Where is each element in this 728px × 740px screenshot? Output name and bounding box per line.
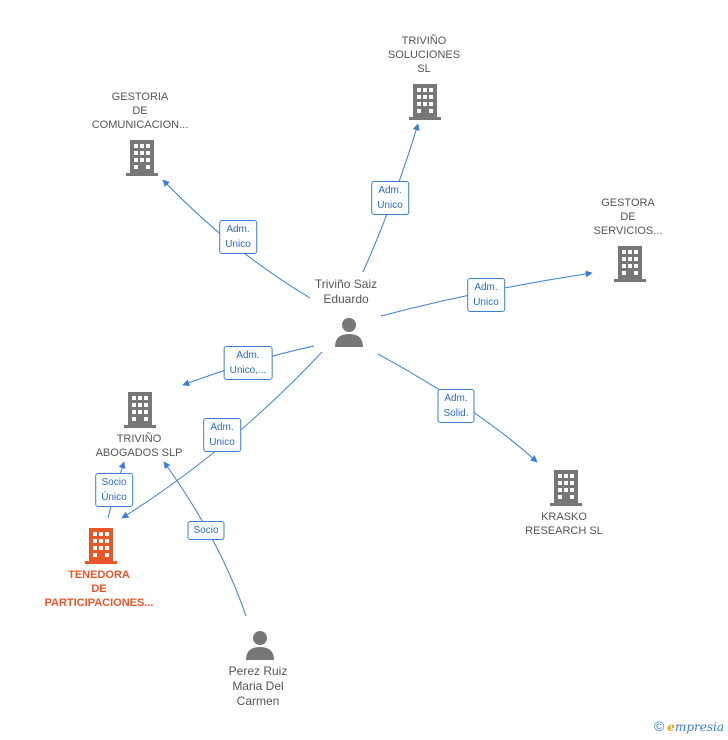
building-icon[interactable]: [614, 246, 646, 282]
edge-label-perez-abogados[interactable]: Socio: [187, 521, 225, 540]
person-icon[interactable]: [334, 317, 364, 347]
building-icon[interactable]: [409, 84, 441, 120]
building-icon[interactable]: [550, 470, 582, 506]
node-label-tenedora[interactable]: TENEDORA DE PARTICIPACIONES...: [44, 569, 154, 609]
node-label-trivino-saiz[interactable]: Triviño Saiz Eduardo: [314, 277, 378, 306]
edge-label-tenedora-abogados[interactable]: Socio Único: [95, 473, 133, 507]
edge-label-tenedora[interactable]: Adm. Unico: [203, 418, 241, 452]
person-icon[interactable]: [245, 630, 275, 660]
node-label-trivino-abogados[interactable]: TRIVIÑO ABOGADOS SLP: [95, 433, 183, 459]
brand-logo-text: mpresia: [674, 720, 724, 734]
building-icon[interactable]: [126, 140, 158, 176]
node-label-gestoria-comunicacion[interactable]: GESTORIA DE COMUNICACION...: [91, 91, 189, 131]
node-label-gestora-servicios[interactable]: GESTORA DE SERVICIOS...: [593, 197, 663, 237]
edge-label-trivino-abogados-admin[interactable]: Adm. Unico,...: [223, 346, 273, 380]
node-label-perez-ruiz[interactable]: Perez Ruiz Maria Del Carmen: [228, 664, 288, 708]
edge-label-trivino-soluciones[interactable]: Adm. Unico: [371, 181, 409, 215]
node-label-krasko[interactable]: KRASKO RESEARCH SL: [525, 511, 603, 537]
node-label-trivino-soluciones[interactable]: TRIVIÑO SOLUCIONES SL: [387, 35, 461, 75]
edge-label-gestoria-comunicacion[interactable]: Adm. Unico: [219, 220, 257, 254]
edge-label-gestora-servicios[interactable]: Adm. Unico: [467, 278, 505, 312]
brand-footer: ©empresia: [654, 718, 724, 734]
edge-label-krasko[interactable]: Adm. Solid.: [437, 389, 475, 423]
brand-logo-initial: e: [667, 720, 675, 734]
building-icon[interactable]: [124, 392, 156, 428]
building-icon-highlight[interactable]: [85, 528, 117, 564]
copyright-icon: ©: [653, 718, 665, 734]
